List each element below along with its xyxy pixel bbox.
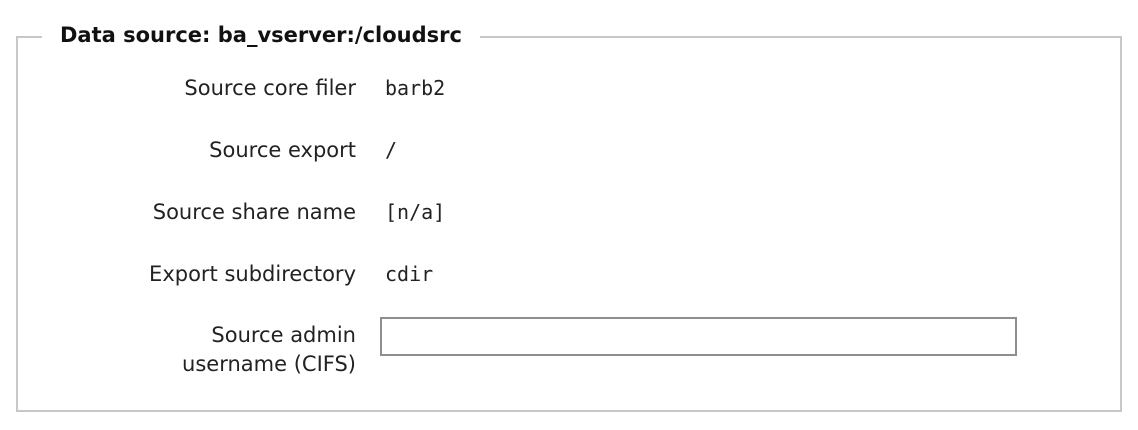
- source-export-label: Source export: [209, 138, 356, 162]
- admin-username-input[interactable]: [380, 317, 1017, 356]
- source-core-filer-label: Source core filer: [184, 76, 356, 100]
- source-share-name-value: [n/a]: [385, 200, 446, 224]
- export-subdirectory-label: Export subdirectory: [149, 262, 356, 286]
- admin-username-label-line1: Source admin: [211, 323, 356, 347]
- fieldset-legend: Data source: ba_vserver:/cloudsrc: [42, 18, 480, 52]
- source-share-name-label: Source share name: [152, 200, 356, 224]
- export-subdirectory-value: cdir: [385, 262, 434, 286]
- admin-username-label-line2: username (CIFS): [182, 352, 356, 376]
- source-export-value: /: [385, 138, 398, 162]
- data-source-fieldset: [16, 36, 1122, 412]
- admin-username-label: Source admin username (CIFS): [182, 321, 356, 379]
- source-core-filer-value: barb2: [385, 76, 446, 100]
